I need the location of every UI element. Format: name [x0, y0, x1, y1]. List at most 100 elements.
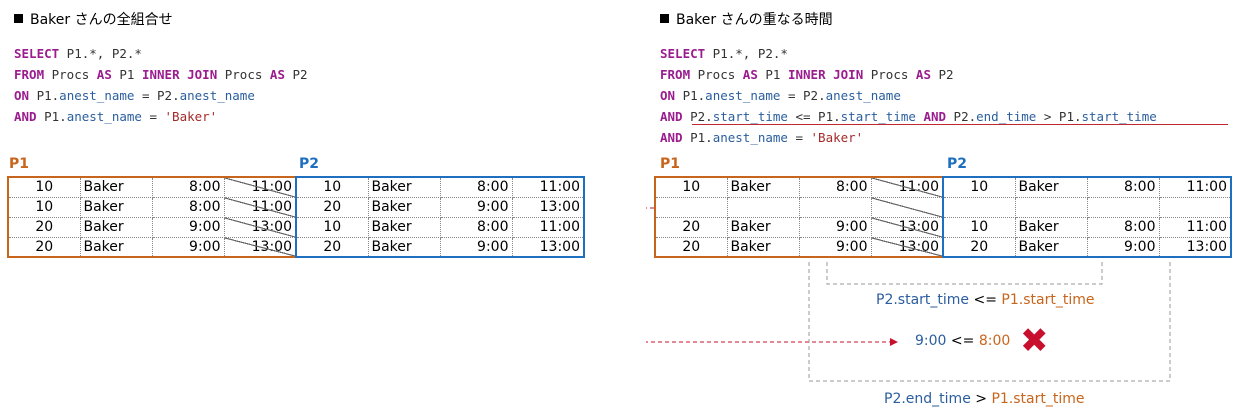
table-cell: 13:00 — [511, 236, 585, 258]
sql-token: P2. — [946, 109, 977, 124]
sql-token: AND — [660, 130, 683, 145]
table-cell: 10 — [295, 176, 369, 198]
table-cell: 10 — [7, 176, 81, 198]
table-cell: Baker — [367, 196, 441, 218]
sql-token: anest_name — [712, 130, 788, 145]
annotation-start-time: P2.start_time <= P1.start_time — [876, 292, 1095, 308]
table-cell: Baker — [79, 176, 153, 198]
table-cell: 20 — [942, 236, 1016, 258]
table-label-p1: P1 — [660, 156, 681, 172]
sql-token: start_time — [1081, 109, 1157, 124]
sql-token: SELECT — [14, 46, 60, 61]
sql-line: ON P1.anest_name = P2.anest_name — [660, 85, 1157, 106]
sql-token: P2 — [930, 67, 954, 82]
table-cell: 9:00 — [1086, 236, 1160, 258]
sql-token: anest_name — [59, 88, 135, 103]
fail-arrowhead-icon — [890, 338, 898, 346]
sql-token: 'Baker' — [164, 109, 218, 124]
sql-token: 'Baker' — [810, 130, 864, 145]
table-cell: Baker — [726, 236, 800, 258]
table-cell: 20 — [295, 236, 369, 258]
sql-token: = — [787, 130, 811, 145]
table-label-p1: P1 — [9, 156, 30, 172]
sql-code-block: SELECT P1.*, P2.*FROM Procs AS P1 INNER … — [660, 43, 1157, 148]
table-row — [654, 196, 944, 218]
table-cell: Baker — [726, 176, 800, 198]
table-cell: 13:00 — [223, 216, 297, 238]
table-cell: Baker — [367, 176, 441, 198]
sql-token: anest_name — [179, 88, 255, 103]
table-cell: 11:00 — [511, 216, 585, 238]
table-cell: 11:00 — [1158, 176, 1232, 198]
table-label-p2: P2 — [299, 156, 320, 172]
table-cell: 20 — [7, 236, 81, 258]
table-cell: 20 — [295, 196, 369, 218]
table-cell: 11:00 — [1158, 216, 1232, 238]
sql-token: INNER JOIN — [141, 67, 218, 82]
table-cell: Baker — [726, 216, 800, 238]
sql-token: P1. — [29, 88, 60, 103]
sql-token: ON — [660, 88, 676, 103]
table-cell: Baker — [1014, 216, 1088, 238]
sql-token: anest_name — [705, 88, 781, 103]
table-cell: 9:00 — [798, 236, 872, 258]
table-cell: 10 — [654, 176, 728, 198]
table-cell: 9:00 — [439, 236, 513, 258]
table-cell: 20 — [654, 236, 728, 258]
table-cell: Baker — [367, 216, 441, 238]
annotation-failed-comparison: 9:00 <= 8:00 — [915, 333, 1011, 349]
table-cell: 8:00 — [439, 176, 513, 198]
table-cell: 13:00 — [223, 236, 297, 258]
sql-line: AND P1.anest_name = 'Baker' — [660, 127, 1157, 148]
sql-token: INNER JOIN — [787, 67, 864, 82]
sql-line: SELECT P1.*, P2.* — [14, 43, 308, 64]
table-cell: Baker — [79, 216, 153, 238]
table-cell: 9:00 — [798, 216, 872, 238]
panel-overlapping-times: Baker さんの重なる時間 SELECT P1.*, P2.*FROM Pro… — [646, 0, 1246, 420]
sql-token: AS — [742, 67, 758, 82]
table-cell: 11:00 — [223, 176, 297, 198]
sql-token: = P2. — [134, 88, 180, 103]
table-cell: Baker — [79, 236, 153, 258]
sql-line: SELECT P1.*, P2.* — [660, 43, 1157, 64]
table-cell: 9:00 — [439, 196, 513, 218]
sql-token: anest_name — [825, 88, 901, 103]
table-row — [942, 196, 1232, 218]
sql-token: start_time — [840, 109, 916, 124]
square-bullet-icon — [660, 14, 669, 23]
sql-token: P1. — [682, 130, 713, 145]
sql-token: P1.*, P2.* — [59, 46, 142, 61]
sql-token: AS — [96, 67, 112, 82]
table-cell: 20 — [7, 216, 81, 238]
annotation-end-time: P2.end_time > P1.start_time — [884, 391, 1085, 407]
table-cell: Baker — [1014, 236, 1088, 258]
table-cell: 9:00 — [151, 216, 225, 238]
table-cell: 8:00 — [439, 216, 513, 238]
table-cell: 11:00 — [870, 176, 944, 198]
sql-token: P1 — [111, 67, 142, 82]
table-cell: Baker — [1014, 176, 1088, 198]
cross-mark-icon: ✖ — [1020, 321, 1049, 361]
annotation-lines — [646, 207, 1171, 382]
table-cell: Baker — [79, 196, 153, 218]
sql-token: P1 — [757, 67, 788, 82]
sql-line: ON P1.anest_name = P2.anest_name — [14, 85, 308, 106]
sql-token: AND — [923, 109, 947, 124]
sql-token: Procs — [44, 67, 97, 82]
table-cell: 9:00 — [151, 236, 225, 258]
bracket-end-time — [808, 262, 1171, 382]
